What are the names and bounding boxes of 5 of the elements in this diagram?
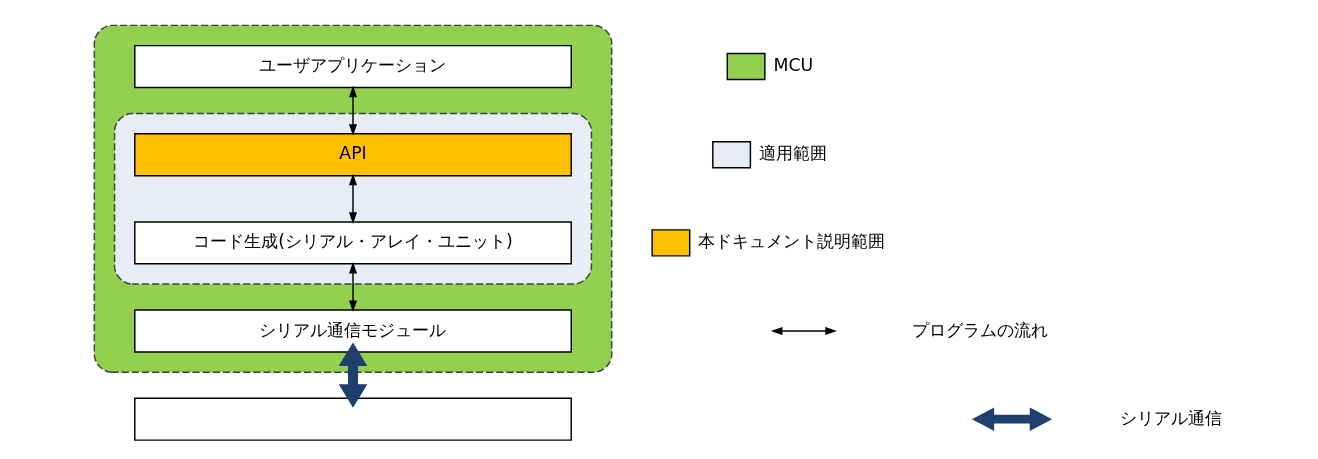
legend-label: MCU [773, 55, 814, 76]
legend-label: 適用範囲 [759, 143, 828, 164]
legend-label: 本ドキュメント説明範囲 [698, 231, 886, 252]
legend-label: シリアル通信 [1119, 407, 1222, 428]
legend-label: プログラムの流れ [912, 319, 1049, 340]
